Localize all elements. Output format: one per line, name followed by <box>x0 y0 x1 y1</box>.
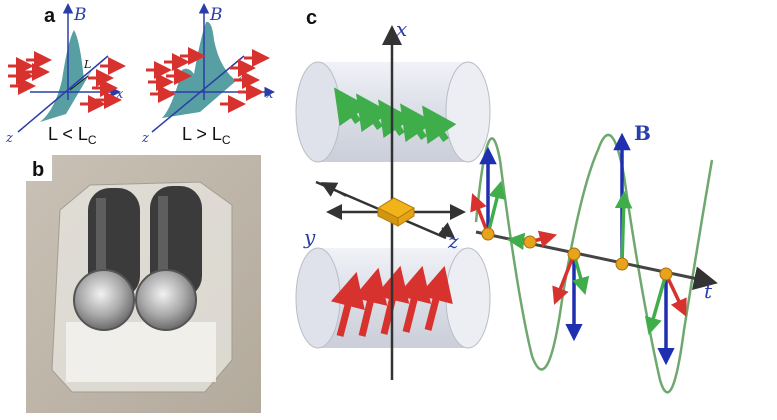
axis-arrowheads <box>320 182 466 239</box>
z-axis-label-right: z <box>141 131 149 146</box>
x-axis-label-right: x <box>266 87 274 102</box>
field-waveform <box>474 133 714 394</box>
z-axis-label-3d: z <box>447 229 459 253</box>
field-profile-left <box>40 30 92 122</box>
x-axis-label-left: x <box>116 87 124 102</box>
panel-a-letter: a <box>44 5 56 27</box>
b-axis-label-right: B <box>209 5 223 25</box>
length-marker <box>69 75 89 91</box>
condition-left: L < LC <box>48 124 97 147</box>
magnet-disk-left <box>73 269 135 331</box>
condition-right: L > LC <box>182 124 231 147</box>
magnet-disk-right <box>135 269 197 331</box>
panel-a: a B x z L <box>5 3 275 147</box>
panel-a-left-diagram: B x z L L < LC <box>5 3 126 147</box>
y-axis-label-3d: y <box>303 225 316 249</box>
time-points <box>481 227 673 281</box>
panel-a-right-diagram: B x z L > LC <box>141 3 275 147</box>
z-axis-right <box>151 55 245 133</box>
panel-b: b <box>26 155 261 413</box>
b-axis-label-left: B <box>73 5 87 25</box>
z-axis-label-left: z <box>5 131 13 146</box>
holder-base <box>66 322 216 382</box>
length-marker-label: L <box>83 58 91 71</box>
x-axis-label-3d: x <box>396 17 407 41</box>
time-axis-label: t <box>704 279 713 303</box>
panel-c: c <box>295 7 718 394</box>
panel-b-letter: b <box>32 159 44 181</box>
time-axis <box>475 230 718 291</box>
spin-arrows-right <box>146 47 270 113</box>
panel-c-letter: c <box>306 7 317 29</box>
field-label: B <box>634 121 651 145</box>
field-vectors <box>470 132 687 366</box>
spin-arrows-red <box>330 265 453 337</box>
spin-arrows-left <box>8 51 126 113</box>
z-axis-left <box>17 55 109 133</box>
field-profile-right <box>162 21 244 118</box>
